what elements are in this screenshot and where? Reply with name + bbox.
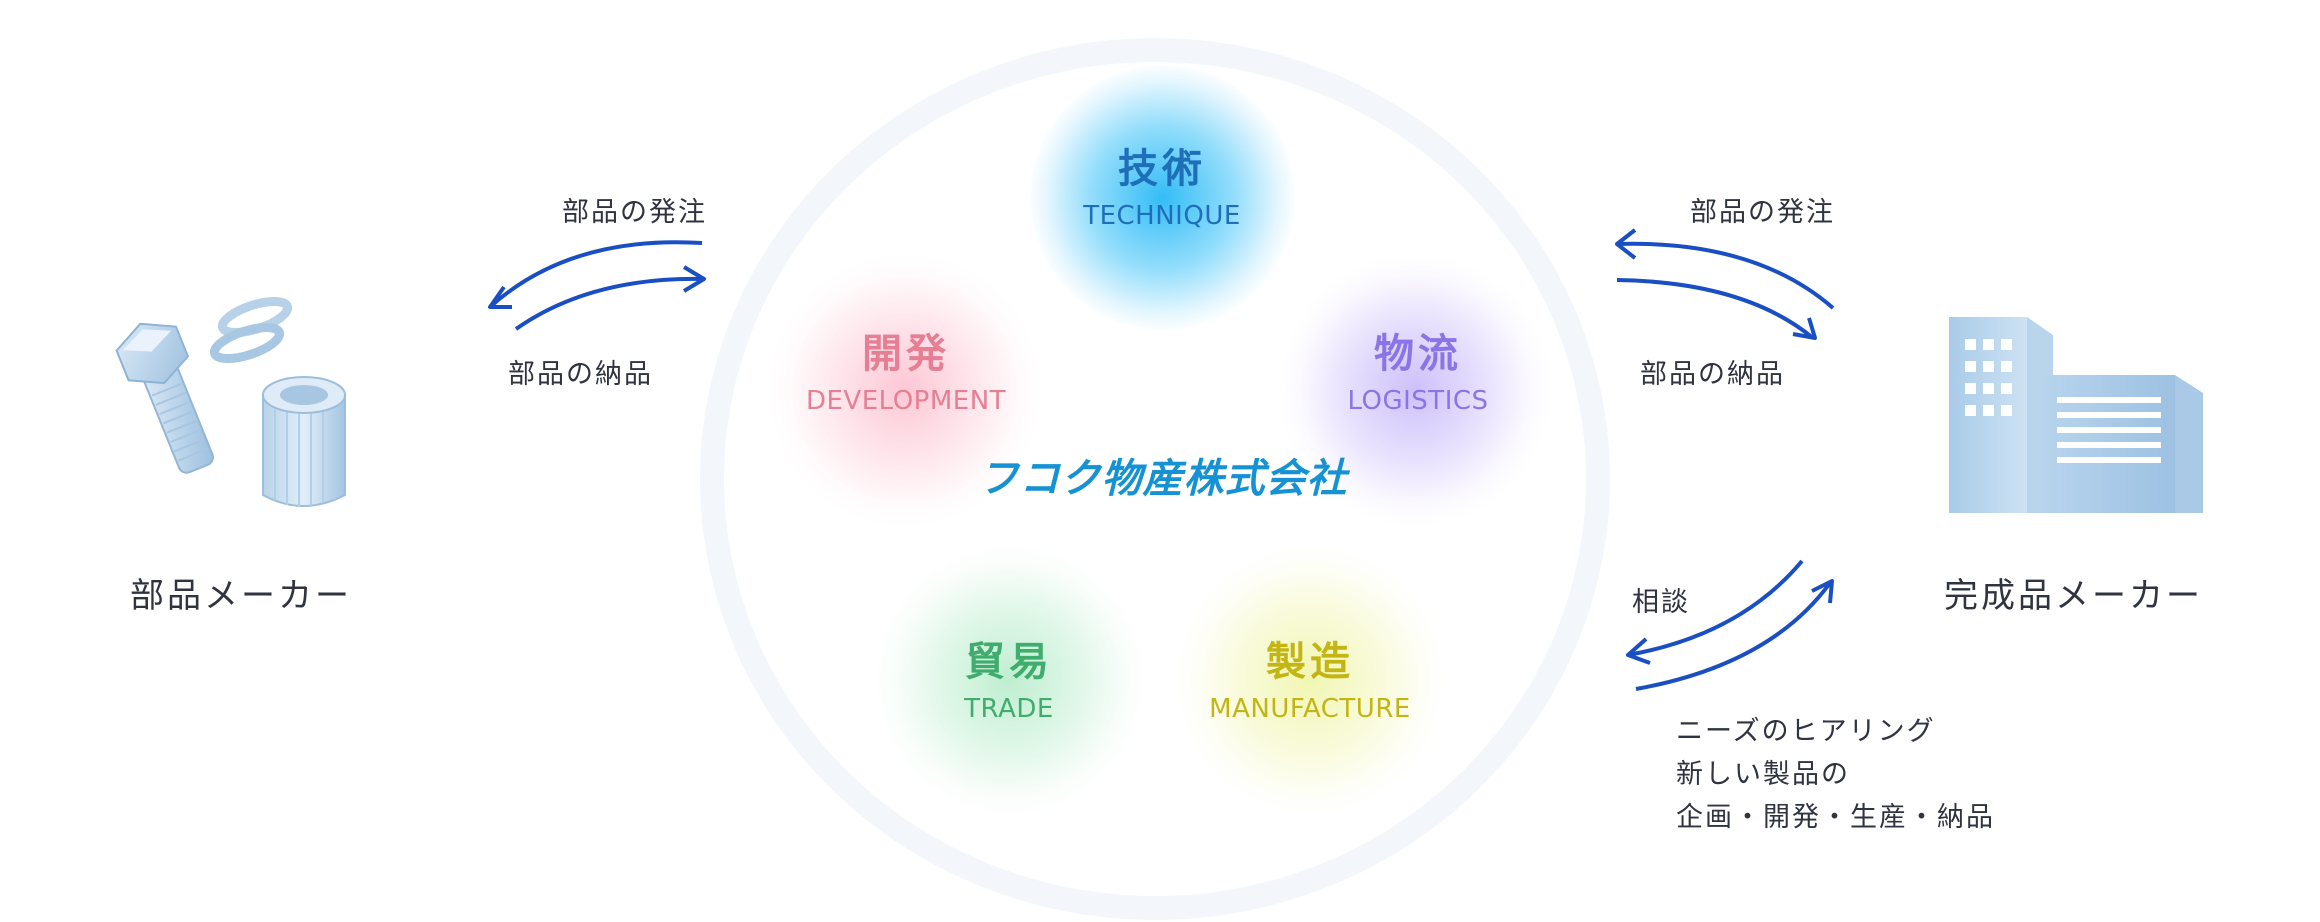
service-development-jp: 開発	[862, 331, 950, 377]
left-delivery-label: 部品の納品	[508, 359, 653, 390]
building-icon	[1949, 317, 2203, 513]
needs-line-3: 企画・開発・生産・納品	[1676, 802, 1995, 833]
service-technique-jp: 技術	[1118, 146, 1206, 192]
needs-text: ニーズのヒアリング 新しい製品の 企画・開発・生産・納品	[1676, 710, 1995, 839]
needs-line-2: 新しい製品の	[1676, 759, 1850, 790]
service-manufacture: 製造 MANUFACTURE	[1209, 638, 1411, 726]
logistics-glow	[1280, 255, 1550, 525]
consult-arrows	[1626, 559, 1834, 691]
service-development-en: DEVELOPMENT	[805, 386, 1007, 416]
needs-line-1: ニーズのヒアリング	[1676, 716, 1936, 747]
service-manufacture-jp: 製造	[1266, 639, 1354, 685]
manufacture-glow	[1175, 545, 1445, 815]
finished-product-maker-label: 完成品メーカー	[1944, 576, 2203, 616]
service-manufacture-en: MANUFACTURE	[1209, 694, 1411, 724]
left-order-label: 部品の発注	[562, 197, 707, 228]
right-delivery-label: 部品の納品	[1640, 359, 1785, 390]
development-glow	[770, 255, 1040, 525]
bolt-washer-nut-icon	[115, 296, 346, 507]
service-trade: 貿易 TRADE	[964, 638, 1054, 726]
service-technique: 技術 TECHNIQUE	[1083, 145, 1241, 233]
trade-glow	[875, 545, 1145, 815]
parts-maker-label: 部品メーカー	[130, 576, 352, 616]
service-trade-en: TRADE	[964, 694, 1054, 724]
service-development: 開発 DEVELOPMENT	[806, 330, 1006, 418]
service-technique-en: TECHNIQUE	[1083, 201, 1241, 231]
consult-label: 相談	[1632, 587, 1690, 618]
left-exchange-arrows	[488, 240, 706, 331]
right-order-label: 部品の発注	[1690, 197, 1835, 228]
service-logistics-en: LOGISTICS	[1347, 386, 1489, 416]
right-exchange-arrows	[1615, 228, 1835, 340]
service-logistics-jp: 物流	[1374, 331, 1462, 377]
service-trade-jp: 貿易	[964, 639, 1053, 685]
service-logistics: 物流 LOGISTICS	[1347, 330, 1488, 418]
technique-glow	[1030, 65, 1295, 330]
company-name: フコク物産株式会社	[978, 456, 1348, 502]
